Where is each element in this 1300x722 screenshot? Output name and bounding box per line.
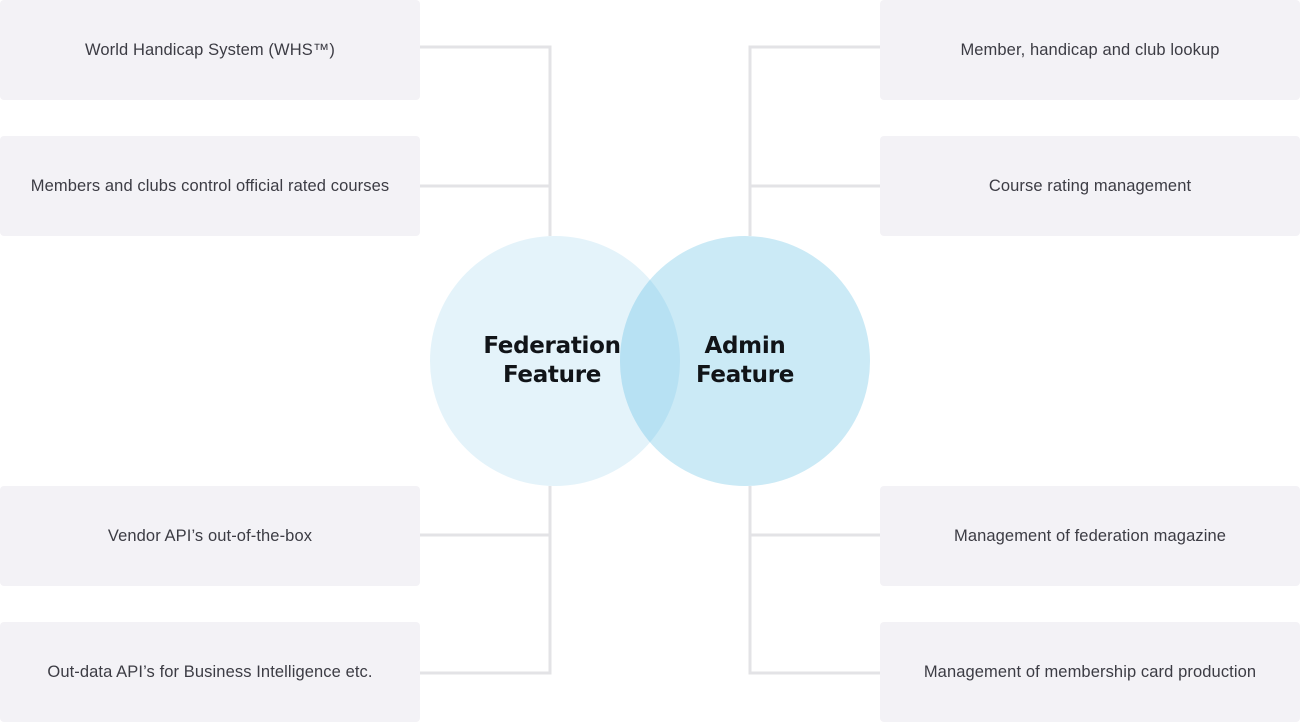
feature-label: Management of federation magazine [953, 526, 1227, 545]
federation-feature-box-vendor-api: Vendor API’s out-of-the-box [0, 486, 420, 586]
feature-label: Member, handicap and club lookup [960, 40, 1220, 59]
feature-label: Course rating management [988, 176, 1192, 195]
federation-circle [430, 236, 680, 486]
federation-label-line2: Feature [502, 362, 602, 388]
admin-feature-box-lookup: Member, handicap and club lookup [880, 0, 1300, 100]
admin-feature-box-membership-card: Management of membership card production [880, 622, 1300, 722]
federation-feature-box-out-data-api: Out-data API’s for Business Intelligence… [0, 622, 420, 722]
feature-label: Members and clubs control official rated… [30, 176, 390, 195]
federation-feature-label: Federation Feature [452, 332, 652, 390]
connector-left-top [420, 45, 552, 236]
admin-label-line1: Admin [704, 333, 786, 359]
feature-label: Management of membership card production [923, 662, 1257, 681]
connector-left-bottom [420, 486, 552, 675]
admin-circle [620, 236, 870, 486]
admin-feature-label: Admin Feature [645, 332, 845, 390]
federation-feature-box-whs: World Handicap System (WHS™) [0, 0, 420, 100]
connector-right-bottom [748, 486, 880, 675]
admin-label-line2: Feature [695, 362, 795, 388]
federation-feature-box-rated-courses: Members and clubs control official rated… [0, 136, 420, 236]
connector-right-top [748, 45, 880, 236]
feature-label: World Handicap System (WHS™) [84, 40, 336, 59]
federation-label-line1: Federation [483, 333, 621, 359]
feature-label: Vendor API’s out-of-the-box [107, 526, 313, 545]
feature-label: Out-data API’s for Business Intelligence… [47, 662, 373, 681]
admin-feature-box-course-rating: Course rating management [880, 136, 1300, 236]
admin-feature-box-magazine: Management of federation magazine [880, 486, 1300, 586]
